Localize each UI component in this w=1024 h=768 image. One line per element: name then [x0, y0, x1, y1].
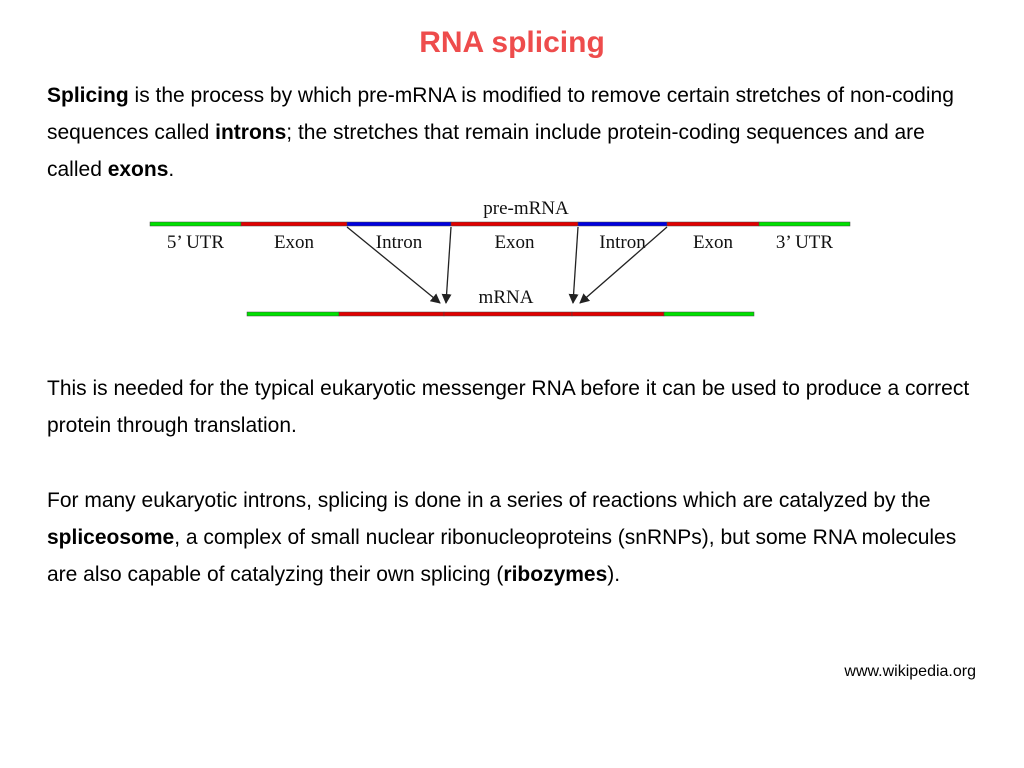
pre-mrna-utr-segment	[758, 221, 851, 227]
mrna-exon-segment	[571, 311, 665, 317]
pre-mrna-exon-segment	[666, 221, 760, 227]
splice-arrow	[568, 226, 579, 304]
mrna-utr-segment	[246, 311, 340, 317]
spliceosome-paragraph: For many eukaryotic introns, splicing is…	[47, 482, 977, 593]
term-ribozymes: ribozymes	[503, 563, 608, 586]
segment-label: 3’ UTR	[776, 232, 833, 253]
segment-label: 5’ UTR	[167, 232, 224, 253]
mrna-utr-segment	[663, 311, 755, 317]
segment-label: Exon	[274, 232, 315, 253]
source-credit: www.wikipedia.org	[844, 663, 976, 680]
page-title: RNA splicing	[419, 26, 605, 59]
intro-text-3: .	[168, 158, 175, 181]
translation-paragraph: This is needed for the typical eukaryoti…	[47, 377, 970, 437]
mrna-exon-segment	[443, 311, 573, 317]
intro-text-2: ; the stretches that remain include prot…	[47, 121, 925, 181]
splicing-diagram: pre-mRNA 5’ UTR Exon Intron Exon Intron Exon 3…	[149, 198, 851, 317]
mrna-exon-segment	[338, 311, 445, 317]
intro-paragraph: Splicing is the process by which pre-mRN…	[47, 77, 977, 188]
para3-text-3: ).	[607, 563, 621, 586]
splice-arrow	[579, 226, 668, 304]
segment-label: Intron	[376, 232, 423, 253]
pre-mrna-intron-segment	[346, 221, 452, 227]
pre-mrna-utr-segment	[149, 221, 242, 227]
segment-label: Intron	[599, 232, 646, 253]
term-introns: introns	[215, 121, 287, 144]
term-exons: exons	[107, 158, 169, 181]
pre-mrna-exon-segment	[450, 221, 579, 227]
term-spliceosome: spliceosome	[47, 526, 175, 549]
pre-mrna-intron-segment	[577, 221, 668, 227]
splice-arrow	[441, 226, 452, 304]
segment-label: Exon	[494, 232, 535, 253]
para3-text-2: , a complex of small nuclear ribonucleop…	[47, 526, 957, 586]
intro-text-1: is the process by which pre-mRNA is modi…	[47, 84, 954, 144]
term-splicing: Splicing	[47, 84, 129, 107]
segment-label: Exon	[693, 232, 734, 253]
splice-arrow	[346, 226, 441, 304]
para3-text-1: For many eukaryotic introns, splicing is…	[47, 489, 931, 512]
pre-mrna-label: pre-mRNA	[483, 198, 569, 219]
pre-mrna-exon-segment	[240, 221, 348, 227]
mrna-label: mRNA	[479, 287, 534, 308]
